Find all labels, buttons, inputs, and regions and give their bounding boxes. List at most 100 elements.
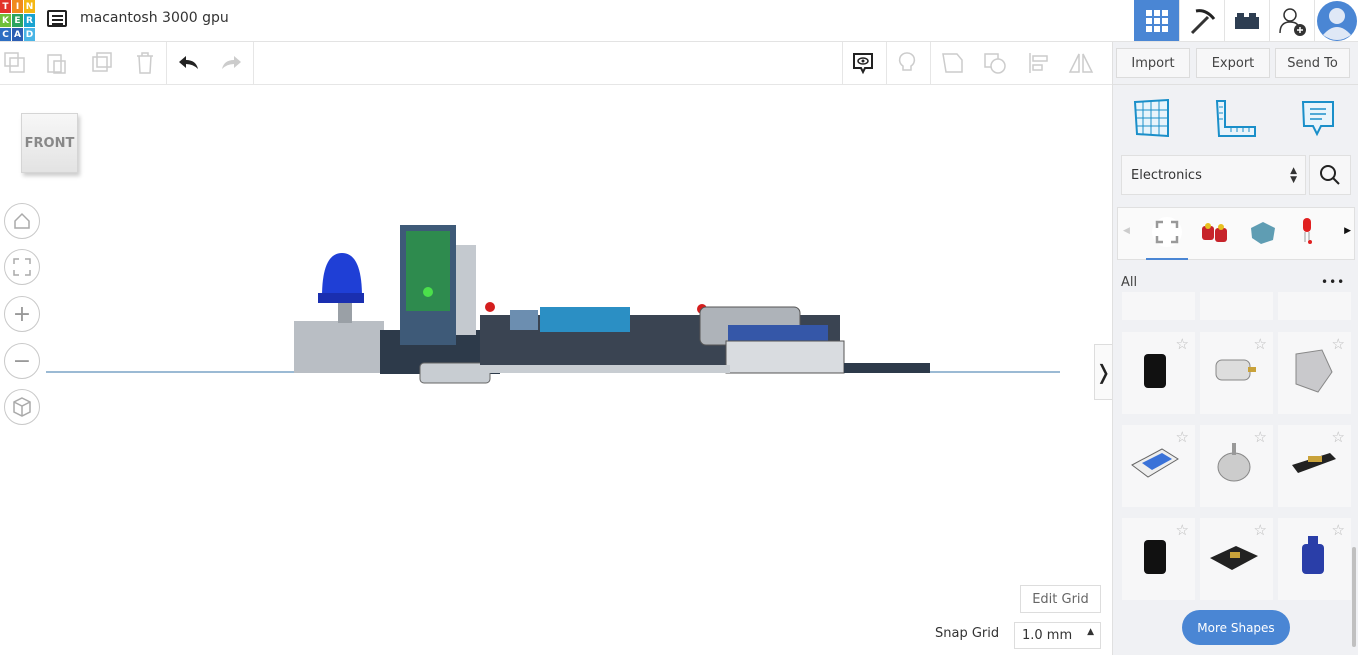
lego-view-button[interactable]: [1224, 0, 1269, 41]
shape-thumbnail-icon: [1144, 354, 1166, 388]
align-icon: [1029, 53, 1048, 73]
avatar-icon: [1316, 0, 1357, 41]
category-all[interactable]: [1146, 214, 1188, 260]
shape-item[interactable]: ☆: [1278, 518, 1351, 600]
scroll-right-icon[interactable]: ▶: [1344, 226, 1351, 236]
design-list-icon[interactable]: [47, 10, 67, 27]
edit-grid-button[interactable]: Edit Grid: [1020, 585, 1101, 613]
shape-thumbnail-icon: [1215, 359, 1256, 381]
group-icon: [942, 53, 963, 73]
category-carousel: ◀ ▶: [1117, 207, 1355, 260]
scrollbar[interactable]: [1352, 547, 1356, 647]
category-buttons-icon[interactable]: [1200, 220, 1230, 246]
shapes-panel: Import Export Send To Electronics▲▼ ◀ ▶ …: [1112, 42, 1358, 655]
3d-model-gpu[interactable]: [40, 215, 1070, 390]
snap-grid-value: 1.0 mm: [1022, 628, 1073, 643]
ruler-icon[interactable]: [1215, 99, 1257, 139]
redo-button[interactable]: [218, 50, 244, 76]
eye-bubble-icon: [853, 53, 873, 75]
notes-icon[interactable]: [1301, 99, 1335, 139]
search-shapes-button[interactable]: [1309, 155, 1351, 195]
logo-letter: R: [24, 14, 35, 27]
user-avatar[interactable]: [1314, 0, 1358, 41]
sort-caret-icon: ▲▼: [1290, 166, 1297, 185]
shape-thumbnail-icon: [1295, 349, 1333, 393]
shape-item[interactable]: ☆: [1122, 332, 1195, 414]
favorite-star-icon[interactable]: ☆: [1331, 521, 1345, 539]
zoom-out-button[interactable]: −: [4, 343, 40, 379]
light-button[interactable]: [894, 50, 920, 76]
home-view-button[interactable]: [4, 203, 40, 239]
zoom-in-button[interactable]: +: [4, 296, 40, 332]
cube-icon: [13, 397, 31, 417]
shape-item[interactable]: [1200, 292, 1273, 320]
favorite-star-icon[interactable]: ☆: [1175, 521, 1189, 539]
shape-item[interactable]: ☆: [1200, 425, 1273, 507]
undo-button[interactable]: [176, 50, 202, 76]
logo-letter: I: [12, 0, 23, 13]
3d-design-view-button[interactable]: [1134, 0, 1179, 41]
favorite-star-icon[interactable]: ☆: [1253, 428, 1267, 446]
shape-thumbnail-icon: [1302, 536, 1324, 574]
ungroup-button[interactable]: [982, 50, 1008, 76]
fit-view-button[interactable]: [4, 249, 40, 285]
shape-thumbnail-icon: [1131, 448, 1179, 478]
design-title[interactable]: macantosh 3000 gpu: [80, 10, 229, 26]
undo-icon: [179, 56, 198, 69]
shape-thumbnail-icon: [1144, 540, 1166, 574]
lightbulb-icon: [898, 52, 916, 71]
shape-item[interactable]: ☆: [1278, 425, 1351, 507]
shape-thumbnail-icon: [1217, 443, 1251, 482]
shape-thumbnail-icon: [1210, 546, 1258, 570]
paste-button[interactable]: [44, 50, 70, 76]
viewcube[interactable]: FRONT: [21, 113, 78, 173]
invite-user-button[interactable]: [1269, 0, 1314, 41]
paste-icon: [47, 54, 66, 74]
logo-letter: T: [0, 0, 11, 13]
send-to-button[interactable]: Send To: [1275, 48, 1350, 78]
shape-item[interactable]: ☆: [1200, 332, 1273, 414]
minus-icon: −: [12, 348, 32, 374]
favorite-star-icon[interactable]: ☆: [1253, 521, 1267, 539]
shape-item[interactable]: [1122, 292, 1195, 320]
category-select[interactable]: Electronics▲▼: [1121, 155, 1306, 195]
category-leds-icon[interactable]: [1300, 216, 1316, 248]
home-icon: [14, 212, 30, 229]
favorite-star-icon[interactable]: ☆: [1175, 335, 1189, 353]
favorite-star-icon[interactable]: ☆: [1331, 428, 1345, 446]
perspective-button[interactable]: [4, 389, 40, 425]
align-button[interactable]: [1026, 50, 1052, 76]
shape-item[interactable]: ☆: [1200, 518, 1273, 600]
duplicate-button[interactable]: [88, 50, 114, 76]
delete-button[interactable]: [132, 50, 158, 76]
favorite-star-icon[interactable]: ☆: [1331, 335, 1345, 353]
group-button[interactable]: [940, 50, 966, 76]
snap-grid-select[interactable]: 1.0 mm ▲: [1014, 622, 1101, 649]
collapse-panel-button[interactable]: ❭: [1094, 344, 1113, 400]
mirror-button[interactable]: [1068, 50, 1094, 76]
snap-grid-label: Snap Grid: [935, 626, 1000, 641]
plus-icon: +: [12, 301, 32, 327]
export-button[interactable]: Export: [1196, 48, 1270, 78]
shape-item[interactable]: [1278, 292, 1351, 320]
logo-letter: E: [12, 14, 23, 27]
edit-toolbar: [0, 42, 1112, 85]
scroll-left-icon[interactable]: ◀: [1123, 226, 1130, 236]
minecraft-view-button[interactable]: [1179, 0, 1224, 41]
notes-toggle-button[interactable]: [850, 50, 876, 76]
category-motors-icon[interactable]: [1248, 218, 1278, 246]
copy-button[interactable]: [2, 50, 28, 76]
import-button[interactable]: Import: [1116, 48, 1190, 78]
more-shapes-button[interactable]: More Shapes: [1182, 610, 1290, 645]
duplicate-icon: [92, 52, 112, 72]
workplane-icon[interactable]: [1133, 99, 1171, 137]
filter-label: All: [1121, 275, 1138, 290]
favorite-star-icon[interactable]: ☆: [1175, 428, 1189, 446]
shape-item[interactable]: ☆: [1122, 518, 1195, 600]
more-options-button[interactable]: •••: [1321, 275, 1346, 289]
favorite-star-icon[interactable]: ☆: [1253, 335, 1267, 353]
shape-item[interactable]: ☆: [1278, 332, 1351, 414]
shape-item[interactable]: ☆: [1122, 425, 1195, 507]
